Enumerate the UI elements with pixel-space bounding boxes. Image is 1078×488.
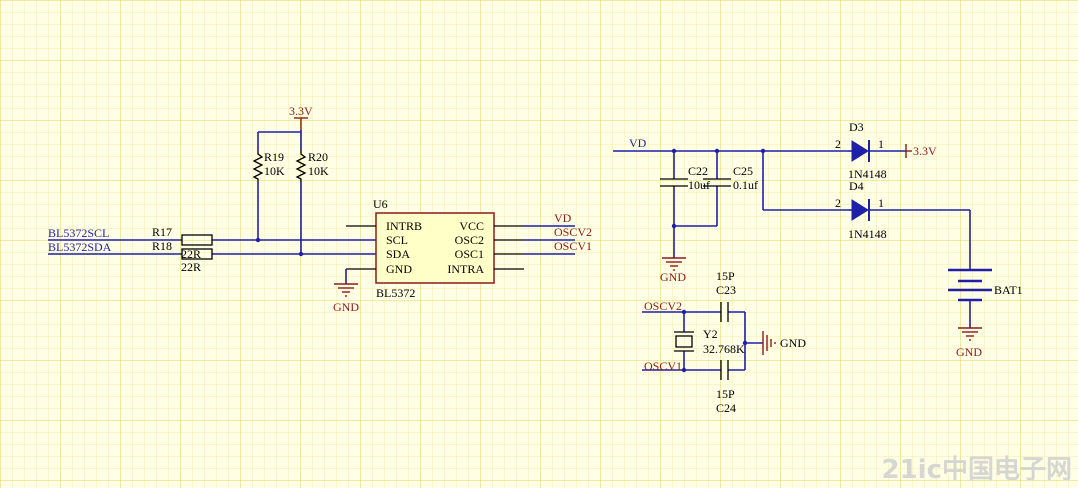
battery-bat1: BAT1 [948,268,1023,328]
r17-ref: R17 [152,225,172,239]
pin-intrb: INTRB [386,219,422,233]
c23-value: 15P [716,269,735,283]
net-vd-ic: VD [554,211,572,225]
capacitor-c24: 15P C24 [716,360,736,415]
y2-value: 32.768K [703,342,745,356]
ic-ref: U6 [373,197,388,211]
r18-ref: R18 [152,239,172,253]
d4-pin-anode: 2 [835,196,841,210]
vcc-top-label: 3.3V [289,104,313,118]
d4-part: 1N4148 [848,227,887,241]
gnd-ic-label: GND [333,300,359,314]
pin-gnd: GND [386,262,412,276]
c22-value: 10uf [688,178,710,192]
capacitor-c22: C22 10uf [660,164,710,192]
bat1-ref: BAT1 [994,283,1023,297]
supply-wires: VD [613,136,848,258]
d3-pin-cathode: 1 [878,137,884,151]
r19-ref: R19 [264,150,284,164]
crystal-wires: OSCV2 OSCV1 [642,299,763,373]
gnd-battery-label: GND [956,345,982,359]
net-sda: BL5372SDA [48,240,376,255]
crystal-gnd-symbol: GND [762,331,806,355]
gnd-crystal-label: GND [780,336,806,350]
d4-ref: D4 [849,179,864,193]
r19-value: 10K [264,164,285,178]
c24-ref: C24 [716,401,736,415]
ic-u6: U6 BL5372 INTRB SCL SDA GND VCC OSC2 OSC… [346,197,524,300]
pullup-wires [255,130,304,257]
resistor-r19: R19 10K [252,150,285,182]
diode-d4: D4 1N4148 2 1 [835,179,971,270]
pin-vcc: VCC [459,219,484,233]
d3-part: 1N4148 [848,167,887,181]
c25-value: 0.1uf [733,178,758,192]
c22-ref: C22 [688,164,708,178]
resistor-r20: R20 10K [295,150,329,182]
c24-value: 15P [716,387,735,401]
pin-scl: SCL [386,233,408,247]
ic-body [375,212,495,284]
ic-right-nets: VD OSCV2 OSCV1 [524,211,592,255]
net-oscv2-crystal: OSCV2 [644,299,682,313]
capacitor-c23: 15P C23 [716,269,736,322]
net-vd-supply: VD [629,136,647,150]
net-sda-label: BL5372SDA [48,240,112,254]
pin-osc2: OSC2 [455,233,484,247]
ic-gnd-symbol: GND [333,269,359,314]
pin-osc1: OSC1 [455,247,484,261]
d4-pin-cathode: 1 [878,196,884,210]
capacitor-c25: C25 0.1uf [703,164,758,192]
net-scl: BL5372SCL [48,226,376,241]
resistor-r17: R17 22R [152,225,213,261]
net-oscv1-crystal: OSCV1 [644,359,682,373]
r17-value: 22R [181,247,201,261]
gnd-caps-label: GND [660,270,686,284]
c23-ref: C23 [716,283,736,297]
net-oscv2-ic: OSCV2 [554,225,592,239]
vcc-3v3-top: 3.3V [289,104,313,130]
resistor-r18: R18 22R [152,239,213,274]
net-scl-label: BL5372SCL [48,226,109,240]
r20-value: 10K [308,164,329,178]
battery-gnd-symbol: GND [956,327,982,359]
watermark: 21ic中国电子网 [881,455,1072,485]
r20-ref: R20 [308,150,328,164]
vcc-d3-label: 3.3V [913,144,937,158]
d3-ref: D3 [849,120,864,134]
net-oscv1-ic: OSCV1 [554,239,592,253]
r18-value: 22R [181,260,201,274]
crystal-y2: Y2 32.768K [674,327,745,356]
pin-sda: SDA [386,247,410,261]
watermark-text: 21ic中国电子网 [881,455,1072,485]
d3-pin-anode: 2 [835,137,841,151]
y2-ref: Y2 [703,327,718,341]
pin-intra: INTRA [447,262,484,276]
ic-part: BL5372 [376,286,415,300]
diode-d3: D3 1N4148 2 1 3.3V [835,120,937,181]
c25-ref: C25 [733,164,753,178]
caps-gnd-symbol: GND [660,257,686,284]
